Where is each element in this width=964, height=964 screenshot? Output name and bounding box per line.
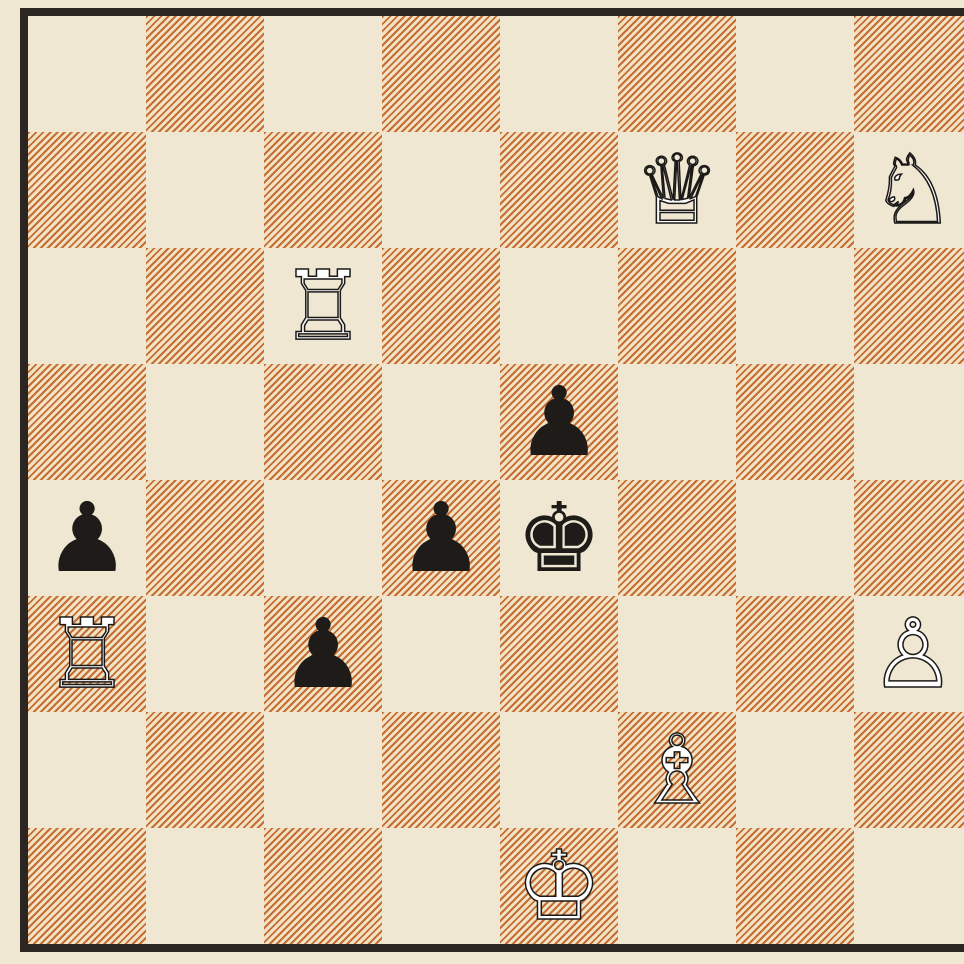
square-b6[interactable] [146, 248, 264, 364]
square-h8[interactable] [854, 16, 964, 132]
square-b7[interactable] [146, 132, 264, 248]
white-queen-icon[interactable]: ♕ [618, 132, 736, 248]
square-f3[interactable] [618, 596, 736, 712]
white-bishop-icon[interactable]: ♗ [618, 712, 736, 828]
square-c3[interactable]: ♟ [264, 596, 382, 712]
white-knight-icon[interactable]: ♘ [854, 132, 964, 248]
square-g7[interactable] [736, 132, 854, 248]
square-e2[interactable] [500, 712, 618, 828]
black-pawn-icon[interactable]: ♟ [28, 480, 146, 596]
square-h5[interactable] [854, 364, 964, 480]
square-b2[interactable] [146, 712, 264, 828]
square-h7[interactable]: ♘ [854, 132, 964, 248]
square-a3[interactable]: ♖ [28, 596, 146, 712]
square-f2[interactable]: ♗ [618, 712, 736, 828]
square-d6[interactable] [382, 248, 500, 364]
black-pawn-icon[interactable]: ♟ [382, 480, 500, 596]
square-c5[interactable] [264, 364, 382, 480]
square-a7[interactable] [28, 132, 146, 248]
square-e6[interactable] [500, 248, 618, 364]
square-d4[interactable]: ♟ [382, 480, 500, 596]
white-king-icon[interactable]: ♔ [500, 828, 618, 944]
square-c1[interactable] [264, 828, 382, 944]
square-h1[interactable] [854, 828, 964, 944]
chessboard-frame: ♕♘♖♟♟♟♚♖♟♙♗♔ [20, 8, 964, 952]
square-d1[interactable] [382, 828, 500, 944]
square-h4[interactable] [854, 480, 964, 596]
square-e7[interactable] [500, 132, 618, 248]
square-e3[interactable] [500, 596, 618, 712]
white-rook-icon[interactable]: ♖ [28, 596, 146, 712]
square-e8[interactable] [500, 16, 618, 132]
black-king-icon[interactable]: ♚ [500, 480, 618, 596]
square-f8[interactable] [618, 16, 736, 132]
square-d2[interactable] [382, 712, 500, 828]
square-c6[interactable]: ♖ [264, 248, 382, 364]
square-a4[interactable]: ♟ [28, 480, 146, 596]
square-f1[interactable] [618, 828, 736, 944]
square-f7[interactable]: ♕ [618, 132, 736, 248]
square-g6[interactable] [736, 248, 854, 364]
square-a1[interactable] [28, 828, 146, 944]
square-e4[interactable]: ♚ [500, 480, 618, 596]
square-g8[interactable] [736, 16, 854, 132]
square-h2[interactable] [854, 712, 964, 828]
square-b5[interactable] [146, 364, 264, 480]
square-c7[interactable] [264, 132, 382, 248]
square-d3[interactable] [382, 596, 500, 712]
square-a8[interactable] [28, 16, 146, 132]
square-a5[interactable] [28, 364, 146, 480]
black-pawn-icon[interactable]: ♟ [500, 364, 618, 480]
square-a6[interactable] [28, 248, 146, 364]
black-pawn-icon[interactable]: ♟ [264, 596, 382, 712]
square-f5[interactable] [618, 364, 736, 480]
square-d7[interactable] [382, 132, 500, 248]
white-rook-icon[interactable]: ♖ [264, 248, 382, 364]
square-g3[interactable] [736, 596, 854, 712]
square-g2[interactable] [736, 712, 854, 828]
square-b3[interactable] [146, 596, 264, 712]
square-f6[interactable] [618, 248, 736, 364]
square-g4[interactable] [736, 480, 854, 596]
square-c4[interactable] [264, 480, 382, 596]
square-d5[interactable] [382, 364, 500, 480]
square-b1[interactable] [146, 828, 264, 944]
square-h3[interactable]: ♙ [854, 596, 964, 712]
square-g5[interactable] [736, 364, 854, 480]
square-e1[interactable]: ♔ [500, 828, 618, 944]
square-e5[interactable]: ♟ [500, 364, 618, 480]
white-pawn-icon[interactable]: ♙ [854, 596, 964, 712]
square-h6[interactable] [854, 248, 964, 364]
square-g1[interactable] [736, 828, 854, 944]
square-a2[interactable] [28, 712, 146, 828]
square-d8[interactable] [382, 16, 500, 132]
square-b8[interactable] [146, 16, 264, 132]
chessboard: ♕♘♖♟♟♟♚♖♟♙♗♔ [28, 16, 964, 944]
square-f4[interactable] [618, 480, 736, 596]
square-b4[interactable] [146, 480, 264, 596]
square-c8[interactable] [264, 16, 382, 132]
square-c2[interactable] [264, 712, 382, 828]
